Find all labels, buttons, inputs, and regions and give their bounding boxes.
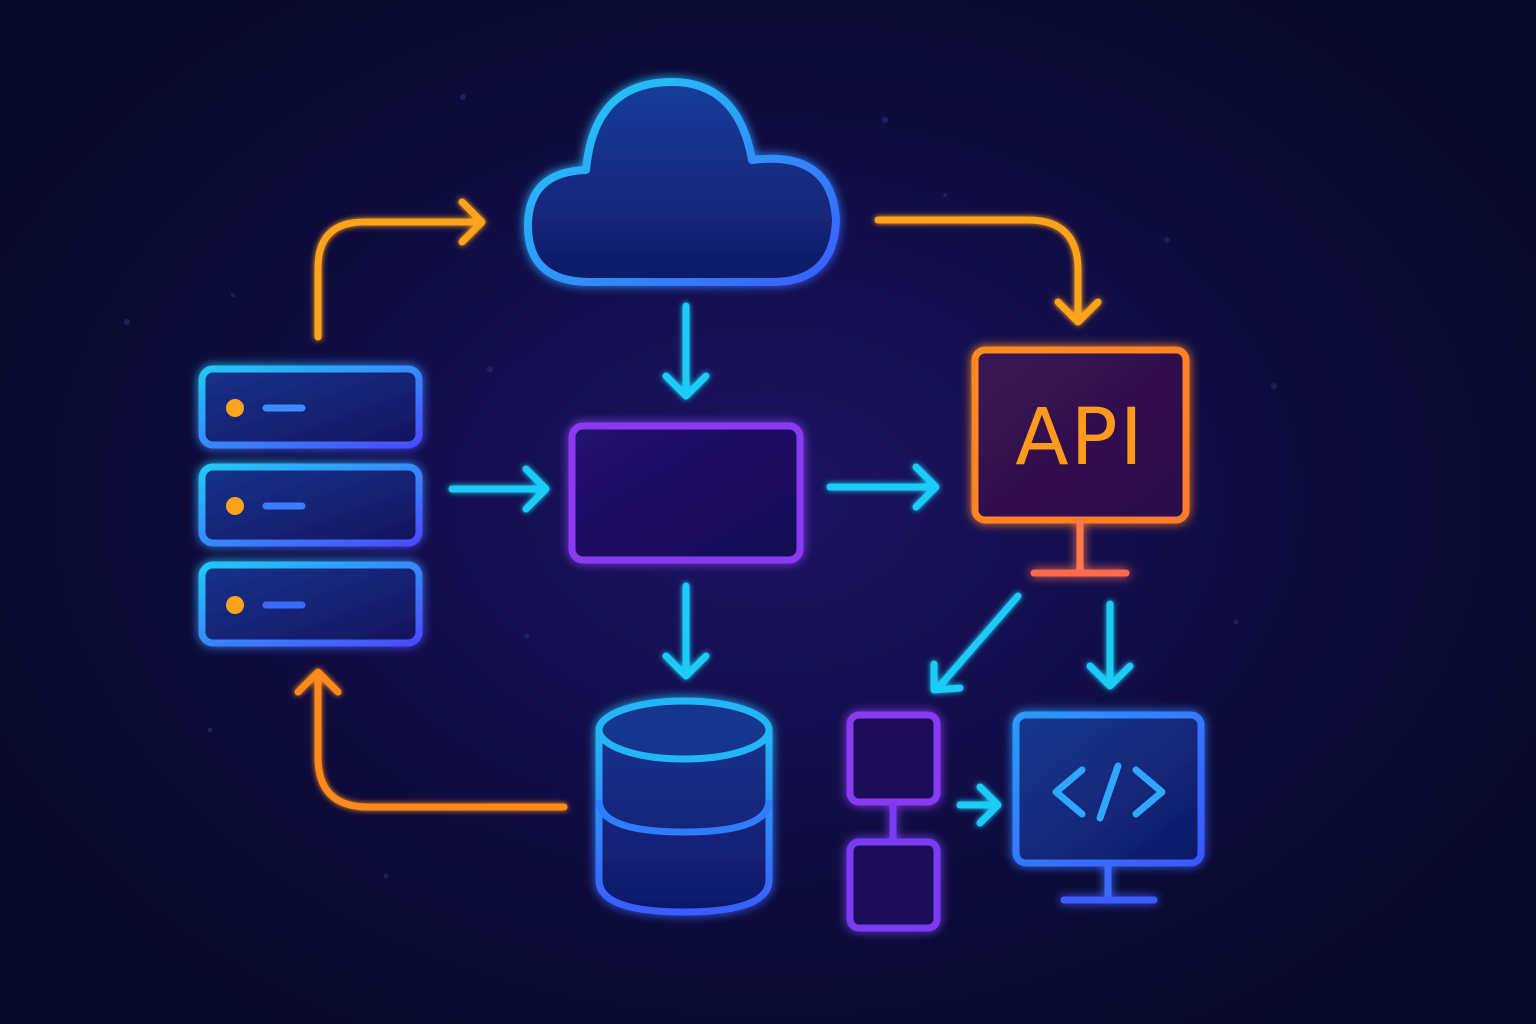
background-dots <box>124 94 1277 879</box>
arrowhead-api-to-code-monitor <box>1086 662 1134 690</box>
database-top <box>595 697 773 763</box>
code-brackets-icon <box>1052 762 1166 822</box>
block-square-top <box>846 711 941 806</box>
arrowhead-cloud-to-api <box>1054 298 1102 326</box>
arrowhead-server-to-processor <box>522 465 550 513</box>
rectangle-block-icon <box>568 422 804 564</box>
status-led <box>226 399 244 417</box>
database-cylinder-icon <box>595 730 773 916</box>
status-led <box>226 497 244 515</box>
arrow-server-to-cloud <box>314 218 480 341</box>
arrowhead-cloud-to-processor <box>662 372 710 400</box>
code-monitor-node <box>1012 711 1205 904</box>
database-node <box>595 697 773 916</box>
arrowhead-database-to-server <box>294 668 342 696</box>
api-label: API <box>1015 393 1144 483</box>
arrowhead-processor-to-api <box>912 463 940 511</box>
status-led <box>226 596 244 614</box>
arrow-api-to-blocks <box>934 592 1022 692</box>
arrowhead-processor-to-database <box>662 652 710 680</box>
server-unit <box>198 561 423 647</box>
cloud-icon <box>524 78 840 286</box>
api-monitor-node: API <box>971 346 1190 577</box>
arrowhead-blocks-to-code-monitor <box>976 783 1002 827</box>
server-unit <box>198 463 423 547</box>
arrow-database-to-server <box>314 672 568 811</box>
arrowhead-server-to-cloud <box>458 198 486 246</box>
server-unit <box>198 365 423 449</box>
blocks-node <box>846 711 941 932</box>
database-ring <box>595 799 773 836</box>
block-square-bottom <box>846 838 941 932</box>
arrow-cloud-to-api <box>874 216 1082 322</box>
arrowhead-api-to-blocks <box>930 660 964 694</box>
cloud-node <box>524 78 840 286</box>
processor-node <box>568 422 804 564</box>
server-stack-node <box>198 365 423 647</box>
